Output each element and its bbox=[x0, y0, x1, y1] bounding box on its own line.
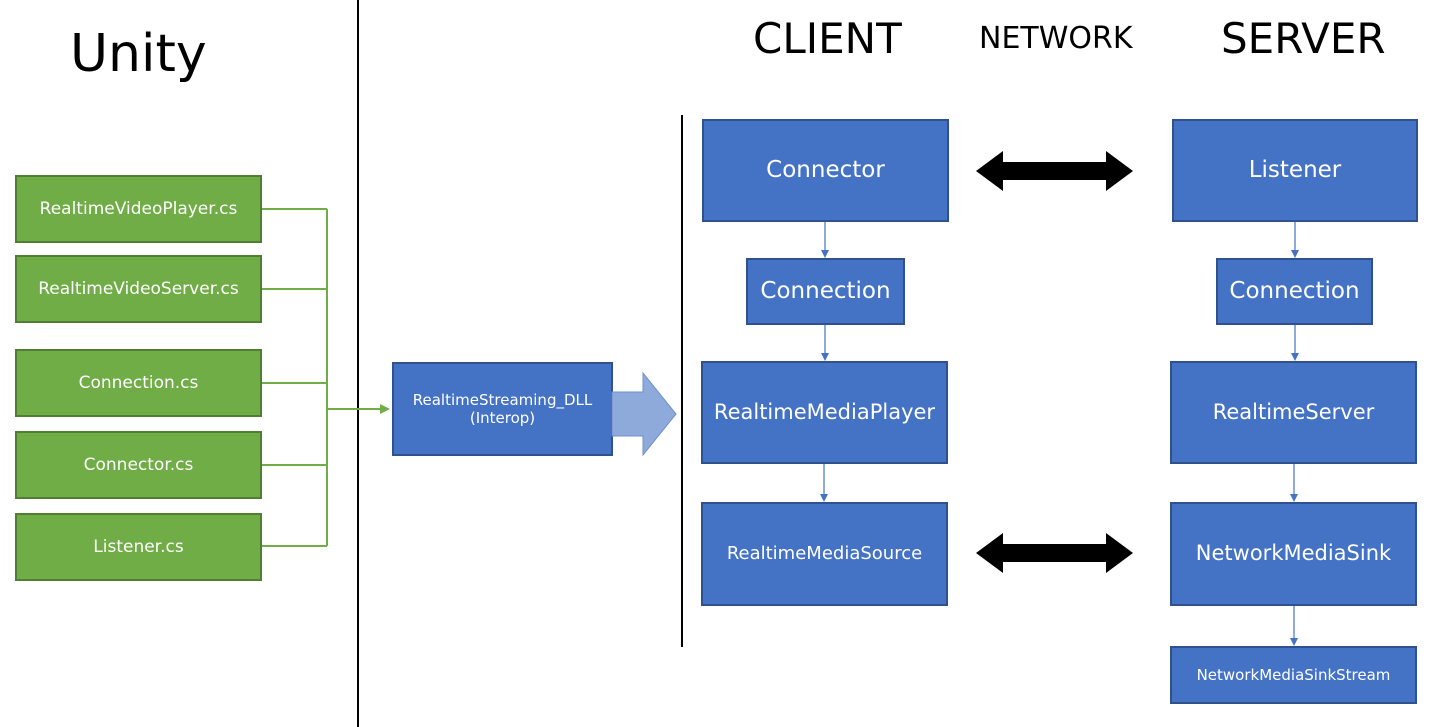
server-heading: SERVER bbox=[1221, 14, 1386, 63]
unity-script-label: Connection.cs bbox=[78, 373, 199, 393]
unity-divider-line bbox=[357, 0, 359, 727]
network-heading: NETWORK bbox=[979, 21, 1133, 56]
server-connection-label: Connection bbox=[1229, 277, 1360, 304]
client-divider-line bbox=[681, 115, 683, 647]
unity-to-interop-connector bbox=[262, 208, 390, 547]
connector-listener-network-arrow bbox=[976, 151, 1133, 191]
interop-dll-subtitle: (Interop) bbox=[469, 409, 536, 427]
unity-script-box: Connector.cs bbox=[15, 431, 262, 499]
server-connection-box: Connection bbox=[1216, 258, 1373, 325]
interop-dll-box: RealtimeStreaming_DLL (Interop) bbox=[392, 362, 613, 456]
client-media-source-box: RealtimeMediaSource bbox=[701, 502, 948, 606]
server-media-sink-stream-box: NetworkMediaSinkStream bbox=[1170, 646, 1417, 704]
client-media-source-label: RealtimeMediaSource bbox=[726, 543, 923, 565]
unity-script-label: RealtimeVideoServer.cs bbox=[38, 279, 239, 299]
client-connector-label: Connector bbox=[766, 156, 885, 183]
media-source-sink-network-arrow bbox=[976, 533, 1133, 573]
server-listener-label: Listener bbox=[1248, 156, 1342, 183]
server-realtime-server-label: RealtimeServer bbox=[1212, 399, 1375, 424]
client-media-player-label: RealtimeMediaPlayer bbox=[713, 399, 936, 424]
server-media-sink-box: NetworkMediaSink bbox=[1170, 502, 1417, 606]
unity-script-box: Connection.cs bbox=[15, 349, 262, 417]
interop-dll-name: RealtimeStreaming_DLL bbox=[412, 391, 593, 409]
interop-to-client-arrow bbox=[611, 371, 677, 457]
unity-script-box: RealtimeVideoServer.cs bbox=[15, 255, 262, 323]
server-media-sink-label: NetworkMediaSink bbox=[1195, 541, 1392, 566]
unity-script-label: RealtimeVideoPlayer.cs bbox=[39, 199, 238, 219]
client-heading: CLIENT bbox=[753, 14, 902, 63]
unity-script-label: Connector.cs bbox=[83, 455, 194, 475]
server-realtime-server-box: RealtimeServer bbox=[1170, 361, 1417, 464]
server-media-sink-stream-label: NetworkMediaSinkStream bbox=[1196, 666, 1391, 684]
unity-heading: Unity bbox=[70, 24, 207, 84]
client-media-player-box: RealtimeMediaPlayer bbox=[701, 361, 948, 464]
client-connector-box: Connector bbox=[702, 119, 949, 222]
client-connection-box: Connection bbox=[746, 258, 905, 325]
unity-script-box: RealtimeVideoPlayer.cs bbox=[15, 175, 262, 243]
server-listener-box: Listener bbox=[1172, 119, 1418, 222]
unity-script-label: Listener.cs bbox=[93, 537, 184, 557]
client-connection-label: Connection bbox=[760, 277, 891, 304]
unity-script-box: Listener.cs bbox=[15, 513, 262, 581]
